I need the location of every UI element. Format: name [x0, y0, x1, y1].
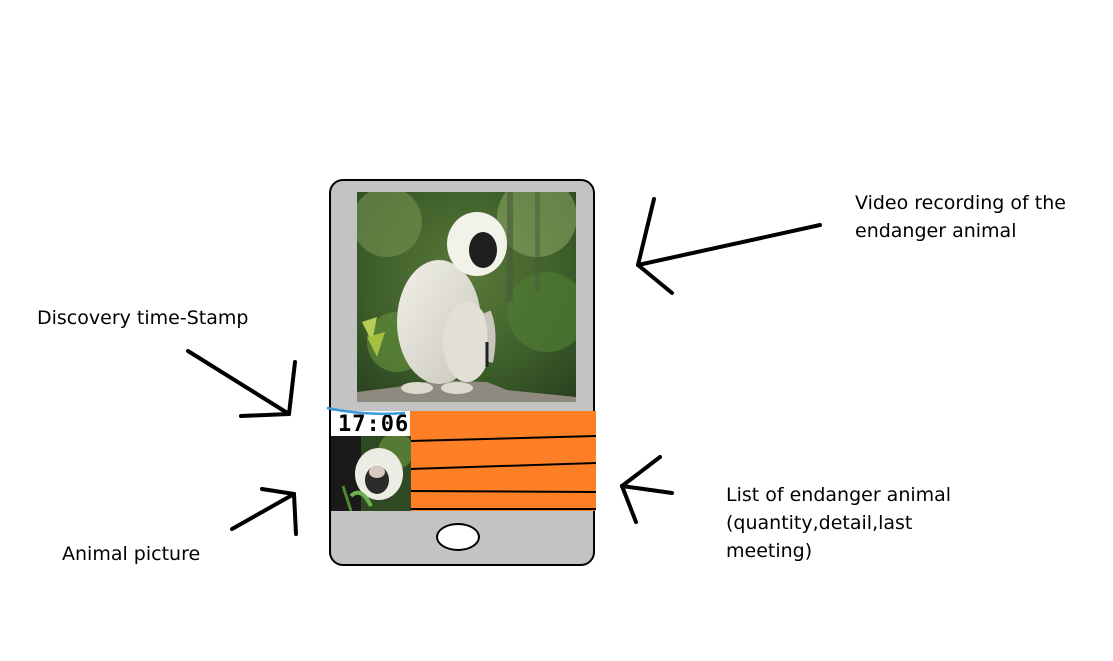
video-arrow: [636, 197, 822, 295]
video-recording-annotation: Video recording of the endanger animal: [855, 192, 1066, 242]
monkey-video-image: [357, 192, 576, 402]
list-row-divider: [409, 462, 597, 470]
picture-arrow: [230, 487, 298, 536]
video-recording-screen[interactable]: [357, 192, 576, 402]
home-button[interactable]: [436, 523, 480, 551]
timestamp-annotation: Discovery time-Stamp: [37, 307, 249, 329]
discovery-timestamp: 17:06: [338, 412, 410, 437]
animal-list-annotation: List of endanger animal (quantity,detail…: [726, 484, 952, 562]
timestamp-underline: [326, 406, 406, 416]
list-row-divider: [409, 435, 597, 442]
endangered-animal-list[interactable]: [409, 411, 601, 511]
list-row-divider: [409, 490, 601, 493]
animal-picture[interactable]: [331, 436, 411, 511]
animal-picture-annotation: Animal picture: [62, 543, 201, 565]
monkey-thumbnail-image: [331, 436, 411, 511]
list-arrow: [620, 455, 674, 524]
timestamp-box: [331, 411, 410, 436]
timestamp-arrow: [186, 349, 297, 418]
list-rows: [409, 435, 601, 510]
